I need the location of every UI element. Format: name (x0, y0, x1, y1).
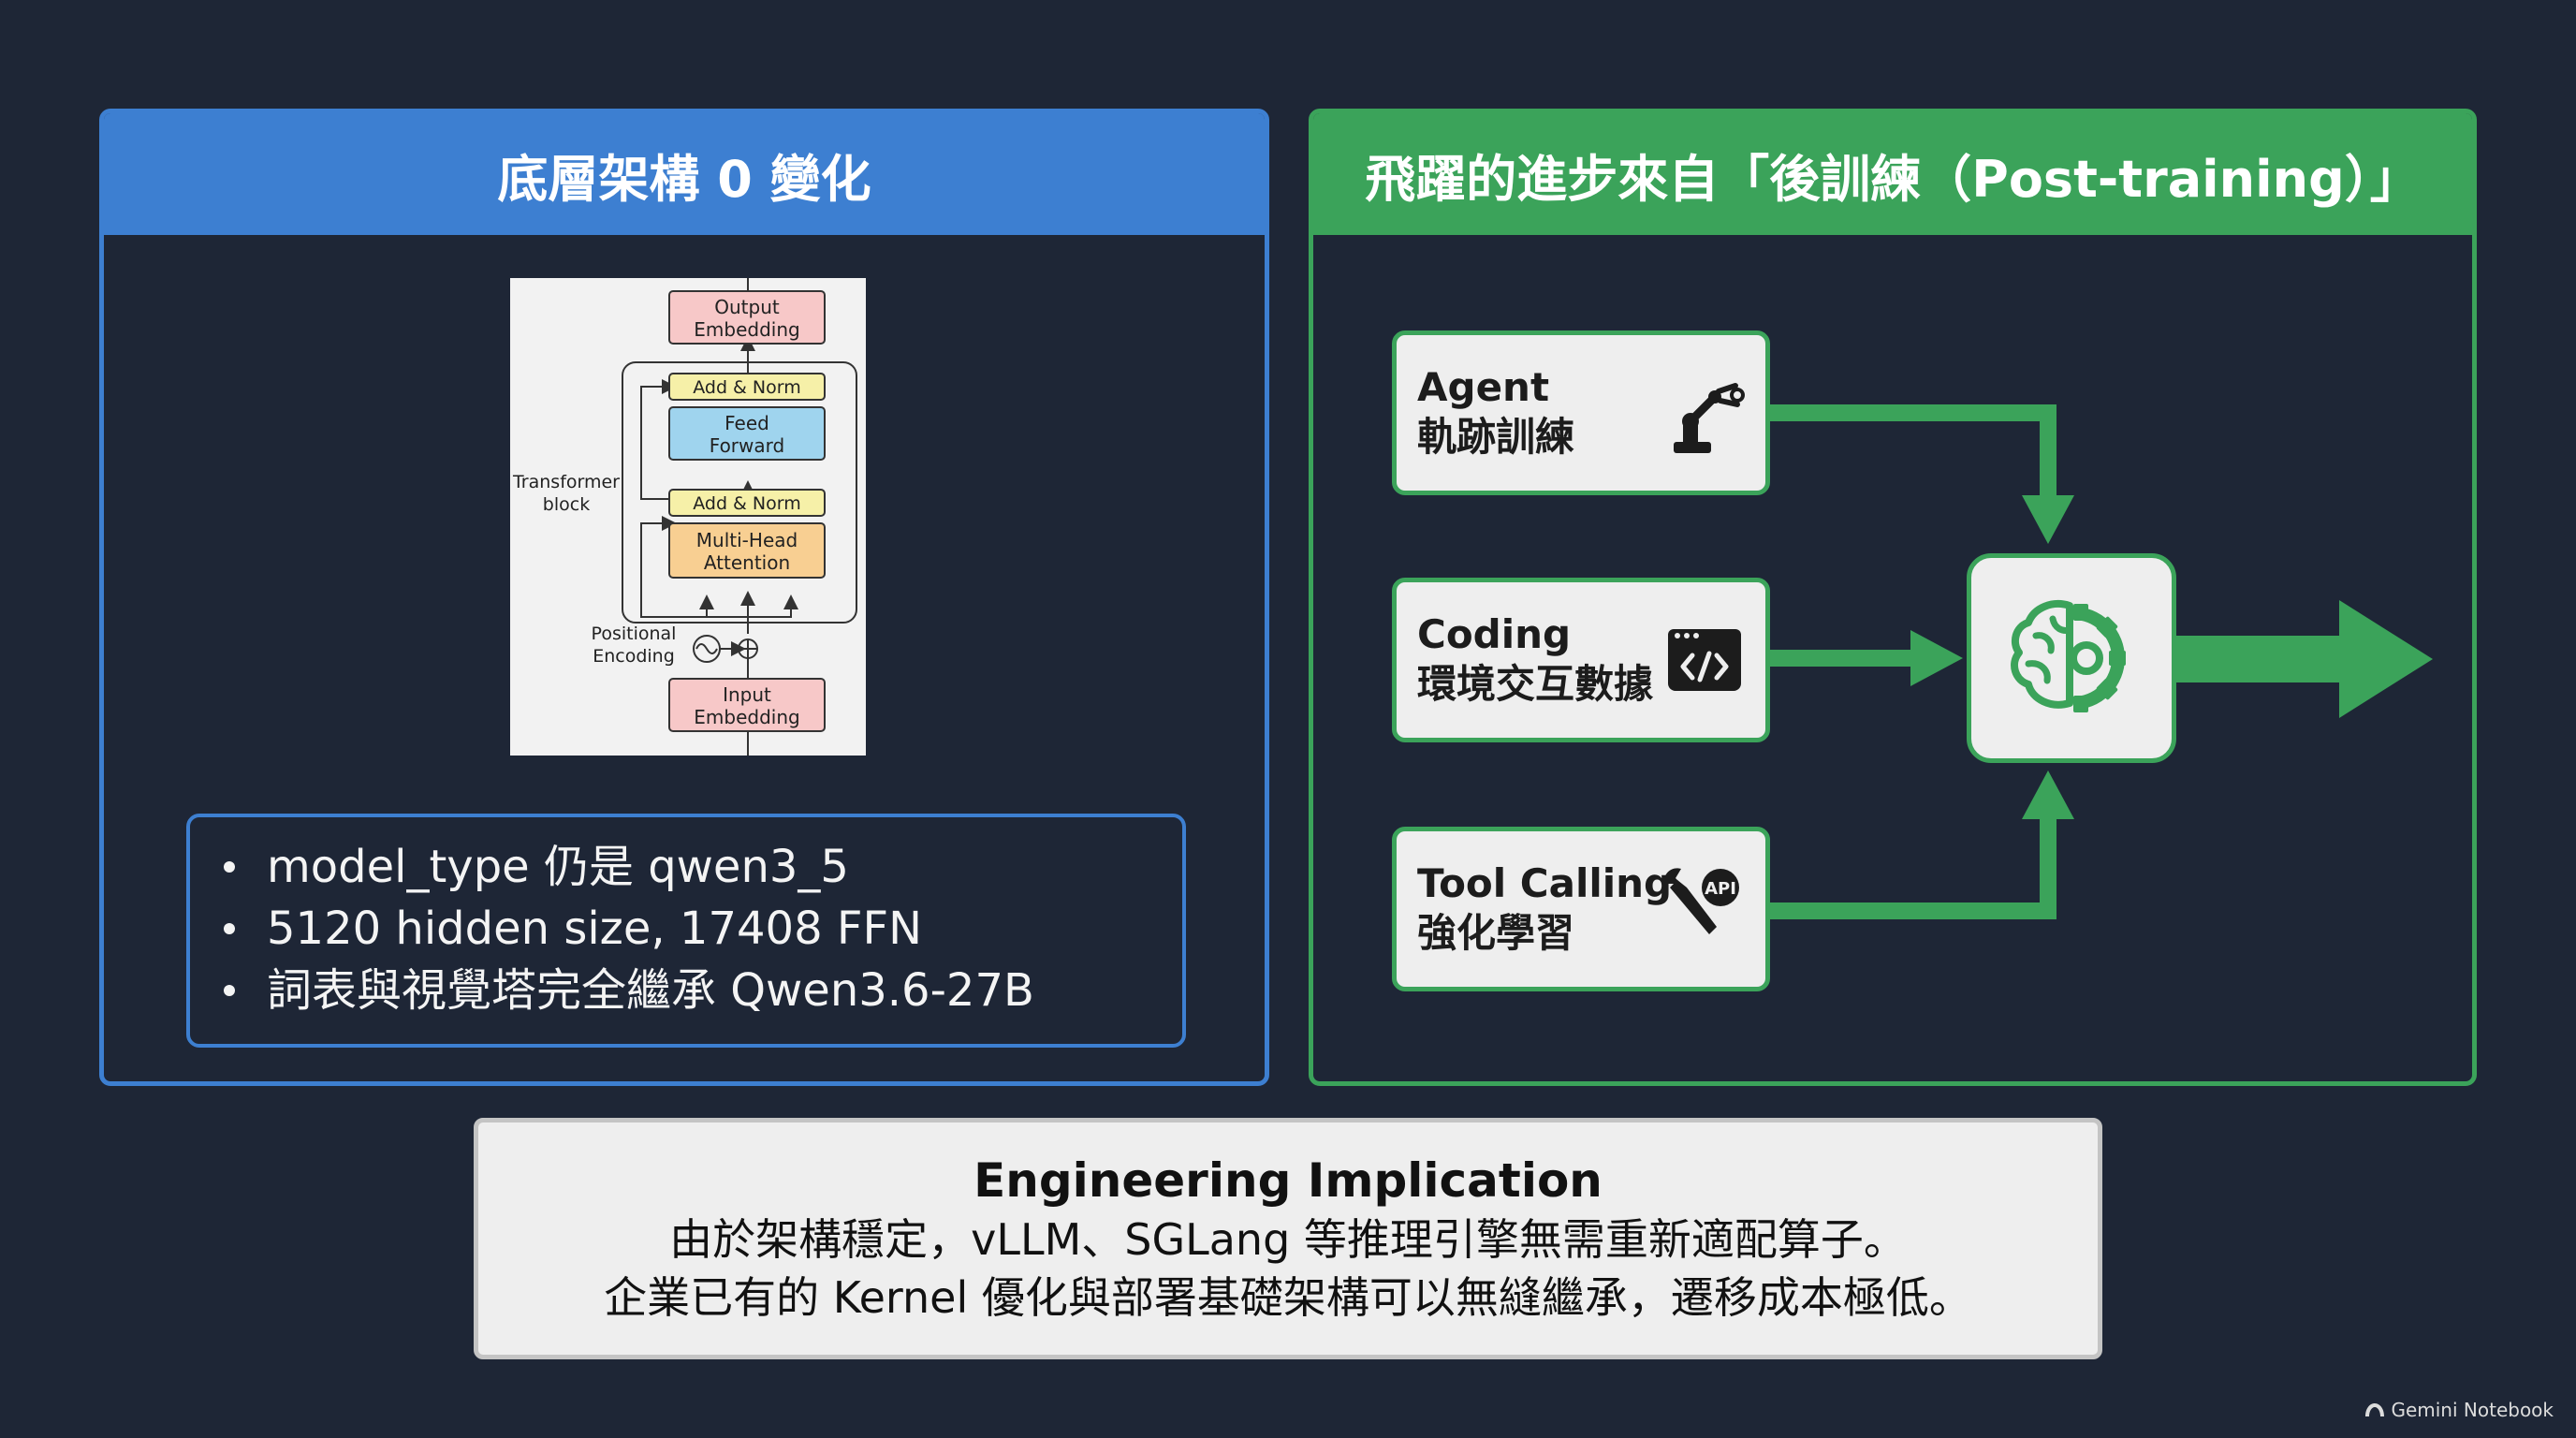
feed-forward-box (668, 406, 826, 461)
attention-box (668, 522, 826, 579)
flow-connectors (1770, 404, 2433, 919)
add-norm-top-box (668, 373, 826, 401)
output-arrow-icon (2339, 600, 2433, 718)
implication-title: Engineering Implication (973, 1153, 1603, 1208)
agent-card-subtitle: 軌跡訓練 (1417, 414, 1575, 460)
coding-card-title: Coding (1417, 611, 1572, 657)
watermark: Gemini Notebook (2364, 1399, 2554, 1421)
output-embedding-label-1: Output (714, 296, 780, 318)
positional-encoding-label-1: Positional (592, 624, 677, 644)
coding-card-subtitle: 環境交互數據 (1417, 661, 1654, 707)
bullet-text: 5120 hidden size, 17408 FFN (267, 902, 922, 955)
brain-gear-hub (1967, 553, 2176, 763)
bullet-icon (224, 985, 235, 996)
model-facts-list: model_type 仍是 qwen3_5 5120 hidden size, … (224, 836, 1149, 1021)
arrow-up-icon (2022, 770, 2074, 819)
transformer-block-label-1: Transformer (512, 472, 620, 492)
output-embedding-label-2: Embedding (694, 318, 799, 341)
post-training-panel: 飛躍的進步來自「後訓練（Post-training）」 Agent 軌跡訓練 C… (1309, 109, 2477, 1086)
attention-label-1: Multi-Head (696, 529, 798, 551)
input-embedding-box (668, 678, 826, 732)
transformer-diagram-svg: Output Embedding Add & Norm Feed Forward… (512, 278, 857, 756)
feed-forward-label-2: Forward (710, 434, 784, 457)
input-embedding-label-2: Embedding (694, 706, 799, 728)
agent-card-title: Agent (1417, 364, 1550, 410)
output-embedding-box (668, 290, 826, 345)
tool-calling-card-title: Tool Calling (1417, 860, 1673, 906)
brain-gear-icon (2011, 600, 2126, 712)
model-facts-box: model_type 仍是 qwen3_5 5120 hidden size, … (186, 814, 1186, 1048)
attention-label-2: Attention (704, 551, 790, 574)
architecture-panel-title: 底層架構 0 變化 (104, 113, 1265, 235)
bullet-text: 詞表與視覺塔完全繼承 Qwen3.6-27B (267, 964, 1034, 1017)
robot-arm-icon (1674, 383, 1745, 453)
api-label: API (1705, 879, 1736, 899)
notebook-logo-icon (2365, 1403, 2385, 1416)
feed-forward-label-1: Feed (724, 412, 769, 434)
architecture-panel: 底層架構 0 變化 (99, 109, 1269, 1086)
coding-card: Coding 環境交互數據 (1392, 578, 1770, 742)
post-training-panel-title: 飛躍的進步來自「後訓練（Post-training）」 (1313, 113, 2472, 235)
list-item: model_type 仍是 qwen3_5 (224, 836, 1149, 898)
positional-encoding-label-2: Encoding (593, 646, 675, 667)
api-wrench-icon: API (1663, 868, 1739, 934)
arrow-down-icon (2022, 495, 2074, 544)
bullet-text: model_type 仍是 qwen3_5 (267, 841, 849, 893)
implication-line-2: 企業已有的 Kernel 優化與部署基礎架構可以無縫繼承，遷移成本極低。 (604, 1272, 1972, 1323)
watermark-text: Gemini Notebook (2391, 1399, 2554, 1421)
engineering-implication-box: Engineering Implication 由於架構穩定，vLLM、SGLa… (474, 1118, 2102, 1359)
arrow-right-icon (1910, 630, 1963, 686)
agent-card: Agent 軌跡訓練 (1392, 330, 1770, 495)
list-item: 詞表與視覺塔完全繼承 Qwen3.6-27B (224, 960, 1149, 1021)
add-norm-bottom-box (668, 489, 826, 517)
bullet-icon (224, 861, 235, 873)
transformer-block-label-2: block (543, 494, 590, 515)
tool-calling-card: Tool Calling 強化學習 API (1392, 827, 1770, 991)
transformer-block-outline (622, 361, 857, 624)
input-embedding-label-1: Input (723, 683, 771, 706)
transformer-diagram: Output Embedding Add & Norm Feed Forward… (510, 278, 866, 756)
implication-line-1: 由於架構穩定，vLLM、SGLang 等推理引擎無需重新適配算子。 (669, 1214, 1907, 1265)
bullet-icon (224, 923, 235, 934)
code-window-icon (1668, 629, 1741, 691)
add-norm-bottom-label: Add & Norm (693, 493, 801, 514)
list-item: 5120 hidden size, 17408 FFN (224, 898, 1149, 960)
add-norm-top-label: Add & Norm (693, 377, 801, 398)
tool-calling-card-subtitle: 強化學習 (1417, 910, 1575, 956)
